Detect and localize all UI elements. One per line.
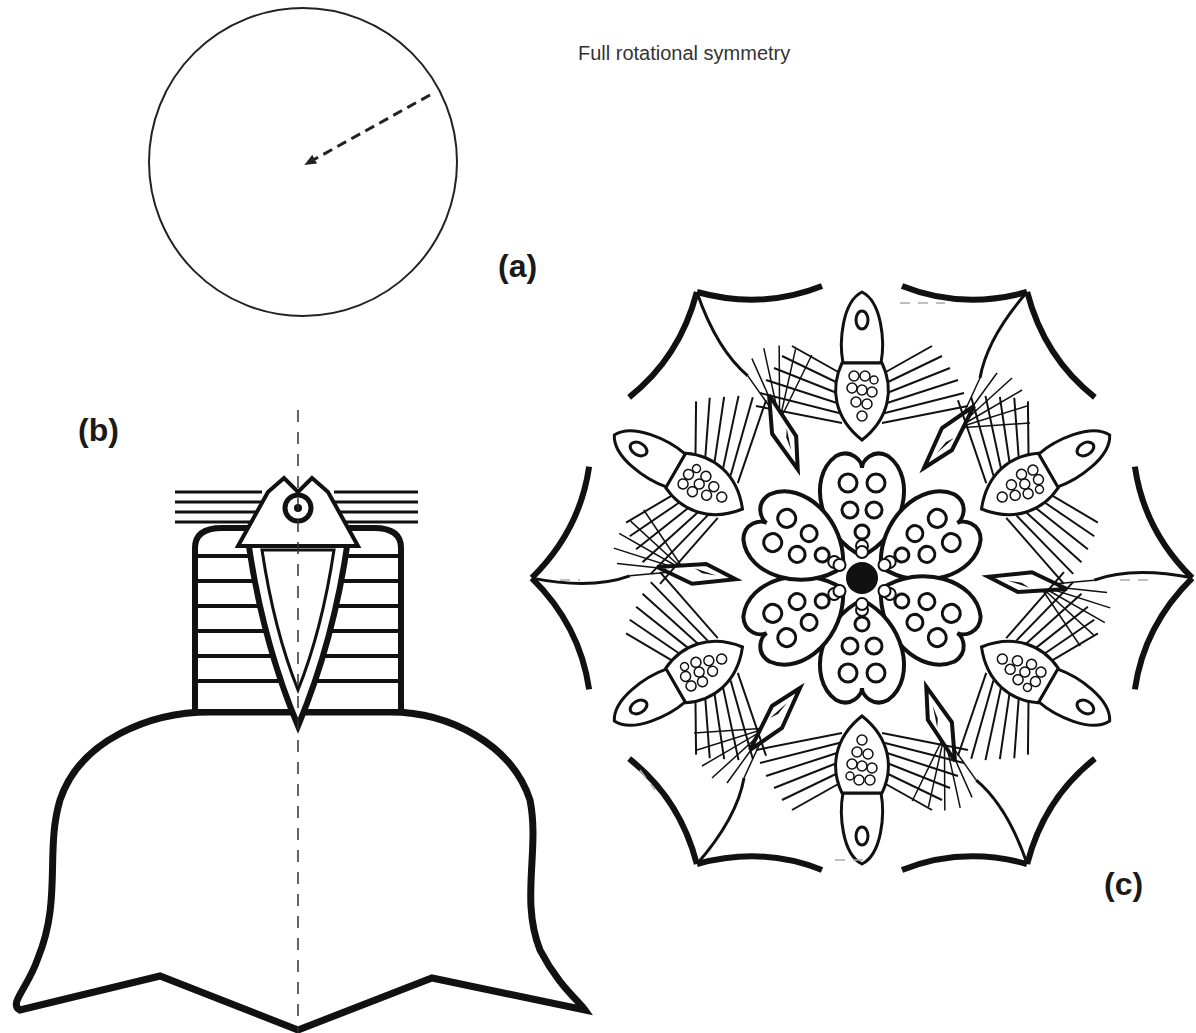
bell-figure (16, 410, 585, 1033)
rosette-figure (525, 286, 1196, 870)
panel-label: (b) (78, 412, 119, 449)
construction-marks (560, 303, 1150, 860)
figure-caption: Full rotational symmetry (578, 42, 790, 65)
circle (149, 8, 457, 316)
panel-label: (c) (1104, 866, 1143, 903)
panel-label: (a) (498, 248, 537, 285)
radius-arrow (306, 95, 430, 164)
